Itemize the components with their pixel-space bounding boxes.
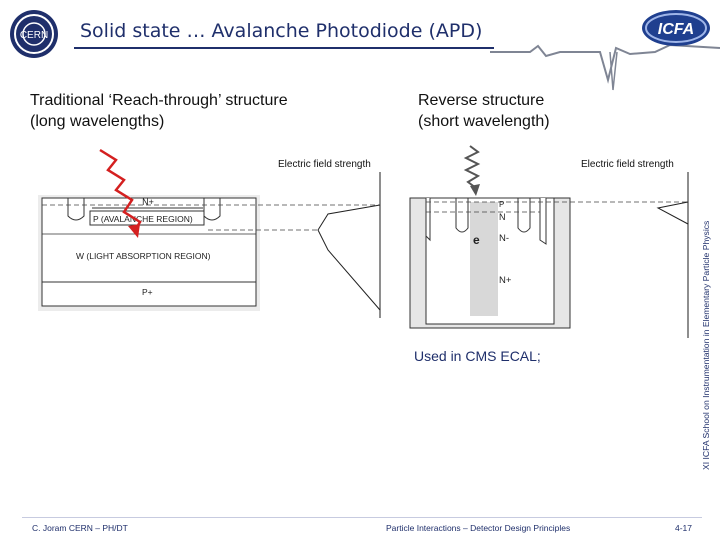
side-conference-text: XI ICFA School on Instrumentation in Ele…: [701, 220, 711, 470]
layer-n-label: N: [499, 212, 506, 222]
electron-label: e: [473, 233, 480, 247]
left-heading-line2: (long wavelengths): [30, 113, 165, 130]
right-photon-arrow: [463, 145, 481, 189]
right-field-profile: [656, 201, 689, 225]
layer-p-label: P: [499, 200, 504, 209]
header-wave: [490, 40, 720, 100]
right-photon-arrowhead: [470, 184, 480, 196]
avalanche-region: [89, 210, 205, 226]
right-heading-line1: Reverse structure: [418, 92, 545, 109]
right-heading: Reverse structure (short wavelength): [418, 90, 618, 132]
left-field-profile: [317, 204, 381, 311]
footer-author: C. Joram CERN – PH/DT: [32, 523, 128, 533]
title-underline: [74, 47, 494, 49]
layer-n-plus-label: N+: [142, 197, 154, 207]
cern-logo-text: CERN: [20, 30, 48, 41]
reach-through-apd-diagram: N+ P (AVALANCHE REGION) W (LIGHT ABSORPT…: [38, 148, 381, 318]
footer-page-number: 4-17: [675, 523, 693, 533]
icfa-logo-text: ICFA: [658, 21, 694, 38]
footer-course: Particle Interactions – Detector Design …: [386, 523, 571, 533]
layer-p-avalanche-label: P (AVALANCHE REGION): [93, 214, 193, 224]
left-photon-arrow: [99, 148, 142, 233]
layer-p-plus-label: P+: [142, 287, 153, 297]
cms-ecal-note: Used in CMS ECAL;: [414, 348, 541, 364]
left-photon-arrowhead: [128, 224, 140, 238]
left-heading: Traditional ‘Reach-through’ structure (l…: [30, 90, 360, 132]
icfa-logo: ICFA: [640, 8, 712, 48]
reverse-apd-diagram: P N e N- N+: [409, 145, 689, 338]
left-field-label: Electric field strength: [278, 159, 371, 170]
footer-divider: [22, 517, 702, 518]
slide-title: Solid state … Avalanche Photodiode (APD): [80, 20, 483, 42]
layer-n-minus-label: N-: [499, 233, 509, 244]
layer-n-plus-label: N+: [499, 275, 512, 286]
layer-w-absorption-label: W (LIGHT ABSORPTION REGION): [76, 251, 211, 261]
right-field-label: Electric field strength: [581, 159, 674, 170]
right-heading-line2: (short wavelength): [418, 113, 550, 130]
left-heading-line1: Traditional ‘Reach-through’ structure: [30, 92, 288, 109]
cern-logo: CERN: [8, 8, 60, 60]
